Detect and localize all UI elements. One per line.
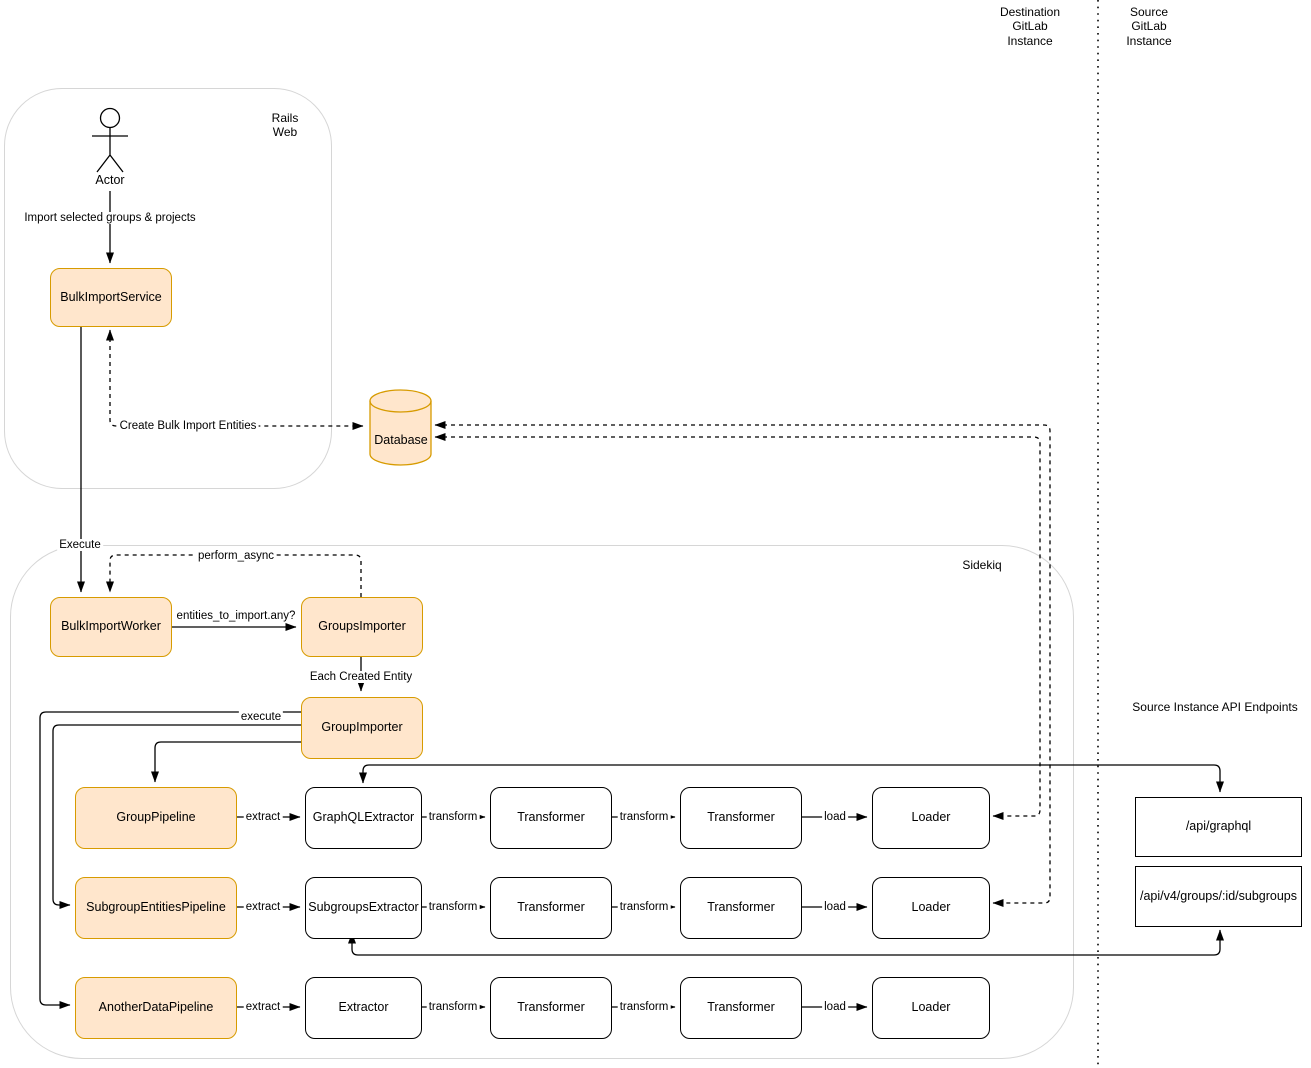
node-bulk-import-worker: BulkImportWorker: [50, 597, 172, 657]
label-group-importer-execute: execute: [238, 711, 284, 723]
label-load-row3: load: [822, 1001, 848, 1013]
label-each-created-entity: Each Created Entity: [307, 671, 415, 683]
node-transformer-row1a: Transformer: [490, 787, 612, 849]
sidekiq-label: Sidekiq: [962, 558, 1002, 572]
node-api-graphql: /api/graphql: [1135, 797, 1302, 857]
node-loader-row3: Loader: [872, 977, 990, 1039]
node-group-pipeline: GroupPipeline: [75, 787, 237, 849]
node-subgroup-entities-pipeline: SubgroupEntitiesPipeline: [75, 877, 237, 939]
actor-figure-icon: [92, 107, 128, 173]
rails-web-label: Rails Web: [271, 111, 299, 140]
node-transformer-row3b: Transformer: [680, 977, 802, 1039]
label-load-row2: load: [822, 901, 848, 913]
label-import-selected: Import selected groups & projects: [22, 212, 198, 224]
destination-instance-label: Destination GitLab Instance: [999, 5, 1061, 48]
node-graphql-extractor: GraphQLExtractor: [305, 787, 422, 849]
label-transform-row1a: transform: [426, 811, 480, 823]
database-label: Database: [374, 433, 428, 447]
label-transform-row3b: transform: [617, 1001, 671, 1013]
node-loader-row2: Loader: [872, 877, 990, 939]
actor-label: Actor: [95, 173, 125, 187]
label-transform-row3a: transform: [426, 1001, 480, 1013]
node-groups-importer: GroupsImporter: [301, 597, 423, 657]
node-extractor: Extractor: [305, 977, 422, 1039]
label-transform-row2a: transform: [426, 901, 480, 913]
edge-database-loader-row2: [434, 421, 1051, 907]
edge-execute-subgroup-entities-pipeline: [52, 724, 301, 909]
node-transformer-row2b: Transformer: [680, 877, 802, 939]
rails-web-container: [4, 88, 332, 489]
label-execute: Execute: [57, 539, 103, 551]
api-endpoints-title: Source Instance API Endpoints: [1132, 700, 1298, 714]
node-group-importer: GroupImporter: [301, 697, 423, 759]
label-extract-row3: extract: [243, 1001, 283, 1013]
edge-create-bulk-import-entities: [106, 329, 364, 430]
label-transform-row2b: transform: [617, 901, 671, 913]
label-perform-async: perform_async: [195, 550, 277, 562]
node-another-data-pipeline: AnotherDataPipeline: [75, 977, 237, 1039]
edge-execute-group-pipeline: [151, 741, 301, 783]
node-transformer-row2a: Transformer: [490, 877, 612, 939]
edge-perform-async: [106, 554, 362, 597]
edge-execute-another-data-pipeline: [39, 711, 301, 1009]
edge-database-loader-row1: [434, 433, 1041, 820]
node-bulk-import-service: BulkImportService: [50, 268, 172, 327]
node-api-subgroups: /api/v4/groups/:id/subgroups: [1135, 866, 1302, 927]
label-extract-row2: extract: [243, 901, 283, 913]
label-extract-row1: extract: [243, 811, 283, 823]
label-create-entities: Create Bulk Import Entities: [117, 420, 259, 432]
label-load-row1: load: [822, 811, 848, 823]
node-transformer-row3a: Transformer: [490, 977, 612, 1039]
source-instance-label: Source GitLab Instance: [1126, 5, 1172, 48]
node-transformer-row1b: Transformer: [680, 787, 802, 849]
node-subgroups-extractor: SubgroupsExtractor: [305, 877, 422, 939]
label-entities-to-import: entities_to_import.any?: [174, 610, 298, 622]
edge-subgroups-extractor-api: [348, 929, 1224, 956]
database-cylinder: [369, 389, 432, 466]
label-transform-row1b: transform: [617, 811, 671, 823]
node-loader-row1: Loader: [872, 787, 990, 849]
